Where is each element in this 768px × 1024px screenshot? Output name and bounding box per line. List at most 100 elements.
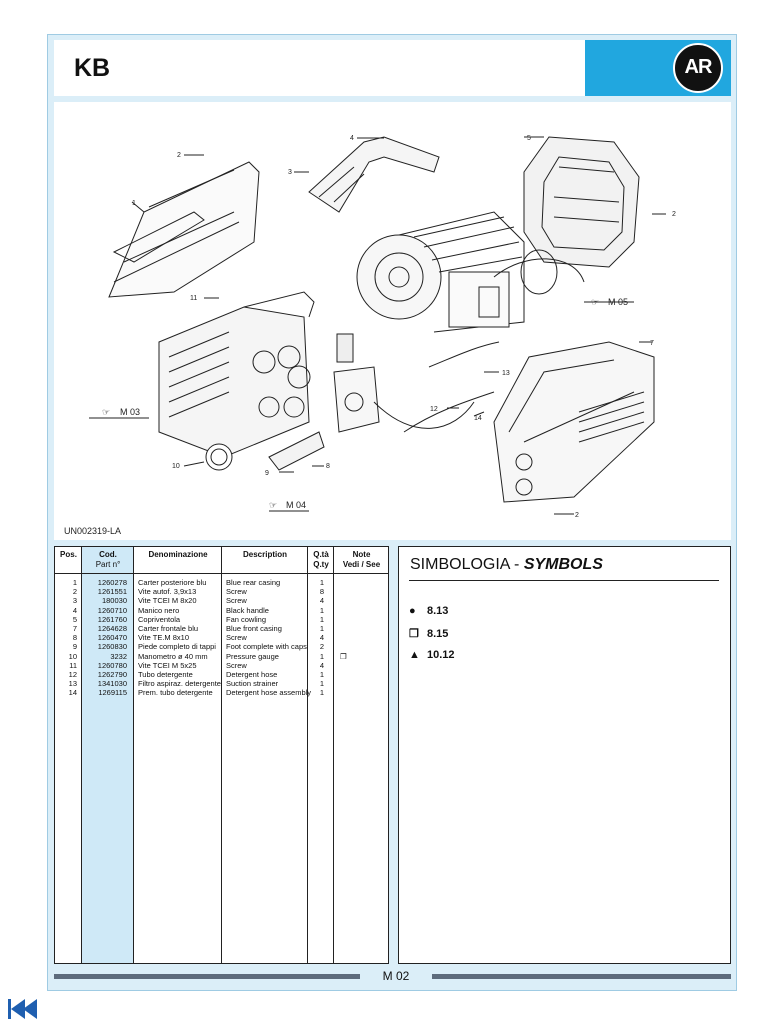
- exploded-view-drawing: 1 2 3 4 5 2 11 7 13 12 14 10 9 8 2 ☞ M 0…: [54, 102, 731, 540]
- callout-4: 4: [350, 135, 354, 142]
- col-den: [134, 547, 222, 963]
- ref-m03-icon: ☞: [102, 407, 110, 417]
- table-row: 8 1260470 Vite TE.M 8x10 Screw 4: [55, 633, 388, 643]
- cell-den: Prem. tubo detergente: [138, 688, 213, 698]
- th-see-label: Vedi / See: [342, 560, 381, 569]
- cell-pos: 5: [72, 614, 77, 624]
- cell-cod: 3232: [110, 651, 127, 661]
- cell-qty: 2: [319, 642, 325, 652]
- th-qta-label: Q.tà: [313, 550, 329, 559]
- ref-m04-icon: ☞: [269, 500, 277, 510]
- th-qty-label: Q.ty: [313, 560, 329, 569]
- power-cable: [428, 341, 500, 368]
- page-title: KB: [74, 54, 111, 82]
- cell-qty: 1: [319, 624, 325, 633]
- cell-desc: Detergent hose: [226, 670, 278, 679]
- cell-cod: 1269115: [98, 688, 127, 698]
- th-cod-label: Cod.: [99, 550, 117, 559]
- callout-11: 11: [190, 295, 197, 302]
- cell-note: ❐: [340, 651, 347, 661]
- cell-cod: 1341030: [97, 679, 127, 689]
- cell-den: Filtro aspiraz. detergente: [138, 679, 221, 689]
- table-row: 1 1260278 Carter posteriore blu Blue rear c…: [55, 578, 388, 588]
- cell-desc: Screw: [226, 587, 247, 597]
- symbols-panel: SIMBOLOGIA - SYMBOLS ●8.13 ❐8.15 ▲10.12: [398, 546, 731, 964]
- cell-qty: 1: [319, 605, 325, 615]
- cell-cod: 1260278: [97, 578, 127, 587]
- cell-cod: 1260470: [97, 633, 127, 643]
- table-row: 4 1260710 Manico nero Black handle 1: [55, 606, 388, 616]
- callout-7: 7: [650, 340, 654, 347]
- cell-pos: 8: [72, 633, 77, 643]
- cell-desc: Blue front casing: [226, 624, 282, 633]
- cell-den: Vite autof. 3,9x13: [138, 587, 197, 597]
- cell-cod: 1260710: [97, 605, 127, 615]
- foot-part: [268, 431, 325, 471]
- ref-m05-icon: ☞: [591, 297, 599, 307]
- cell-pos: 9: [72, 642, 77, 652]
- cell-desc: Screw: [226, 633, 247, 643]
- cell-pos: 11: [69, 660, 77, 670]
- cell-qty: 1: [319, 614, 325, 624]
- cell-pos: 14: [68, 688, 77, 698]
- col-desc: [222, 547, 308, 963]
- brand-logo-area: AR: [585, 40, 731, 96]
- fan-cowling-part: [523, 136, 640, 268]
- callout-2b: 2: [672, 211, 676, 218]
- page-header: KB AR: [54, 40, 731, 96]
- cell-cod: 1262790: [97, 670, 127, 679]
- cell-pos: 1: [72, 578, 77, 587]
- pump-part: [158, 291, 315, 458]
- callout-2a: 2: [177, 152, 181, 159]
- cell-pos: 13: [68, 679, 77, 689]
- cell-cod: 1261551: [97, 587, 127, 597]
- table-row: 14 1269115 Prem. tubo detergente Detergent …: [55, 688, 388, 698]
- cell-desc: Detergent hose assembly: [226, 688, 312, 698]
- cell-den: Vite TE.M 8x10: [138, 633, 189, 643]
- rear-casing-part: [108, 161, 260, 298]
- cell-den: Manico nero: [138, 605, 180, 615]
- cell-qty: 4: [319, 660, 325, 670]
- col-cod: [82, 547, 134, 963]
- cell-desc: Black handle: [226, 605, 269, 615]
- cell-cod: 1260830: [97, 642, 127, 652]
- first-page-icon[interactable]: [6, 996, 40, 1022]
- symbol-ref: 8.13: [427, 605, 449, 617]
- callout-13: 13: [502, 370, 510, 377]
- cell-pos: 4: [72, 605, 77, 615]
- cell-pos: 2: [72, 587, 77, 597]
- footer-bar-left: [54, 974, 360, 979]
- symbol-item-square: ❐8.15: [409, 627, 448, 640]
- th-den: Denominazione: [148, 550, 208, 559]
- cell-desc: Blue rear casing: [226, 578, 281, 587]
- page-number: M 02: [382, 969, 410, 983]
- th-pos: Pos.: [60, 550, 77, 559]
- symbol-ref: 10.12: [427, 649, 455, 661]
- footer-bar-right: [432, 974, 731, 979]
- cell-den: Piede completo di tappi: [138, 642, 216, 652]
- cell-pos: 12: [68, 670, 77, 679]
- brand-logo: AR: [673, 43, 723, 93]
- cell-den: Vite TCEI M 8x20: [138, 596, 197, 606]
- ref-m03: M 03: [120, 407, 140, 417]
- cell-cod: 1264628: [97, 624, 127, 633]
- bullet-icon: ●: [409, 605, 416, 617]
- symbols-title-en: SYMBOLS: [523, 556, 603, 573]
- square-icon: ❐: [409, 628, 419, 640]
- cell-cod: 180030: [101, 596, 127, 606]
- cell-qty: 4: [319, 633, 325, 643]
- cell-qty: 1: [319, 688, 325, 698]
- cell-den: Carter posteriore blu: [138, 578, 207, 587]
- ref-m05: M 05: [608, 297, 628, 307]
- front-casing-part: [493, 341, 655, 503]
- cell-den: Carter frontale blu: [138, 624, 199, 633]
- pressure-gauge-part: [205, 443, 233, 471]
- symbols-rule: [409, 580, 719, 581]
- drawing-code: UN002319-LA: [64, 526, 122, 536]
- callout-12: 12: [430, 406, 438, 413]
